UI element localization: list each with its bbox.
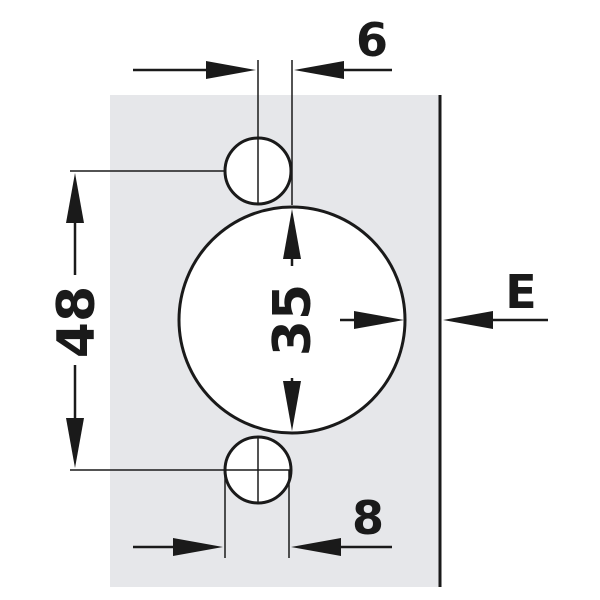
bottom-screw-hole	[223, 435, 293, 505]
hole-spacing-label: 48	[47, 286, 107, 358]
cup-diameter-dimension	[283, 209, 301, 431]
edge-distance-dimension	[340, 311, 548, 329]
bottom-distance-label: 8	[352, 491, 384, 545]
cup-diameter-label: 35	[263, 284, 323, 356]
top-distance-label: 6	[356, 13, 388, 67]
top-screw-hole	[223, 136, 293, 206]
hole-spacing-dimension	[66, 170, 226, 471]
top-distance-dimension	[133, 60, 392, 205]
cup-hole	[177, 205, 407, 435]
edge-distance-label: E	[505, 265, 536, 319]
bottom-distance-dimension	[133, 470, 392, 558]
